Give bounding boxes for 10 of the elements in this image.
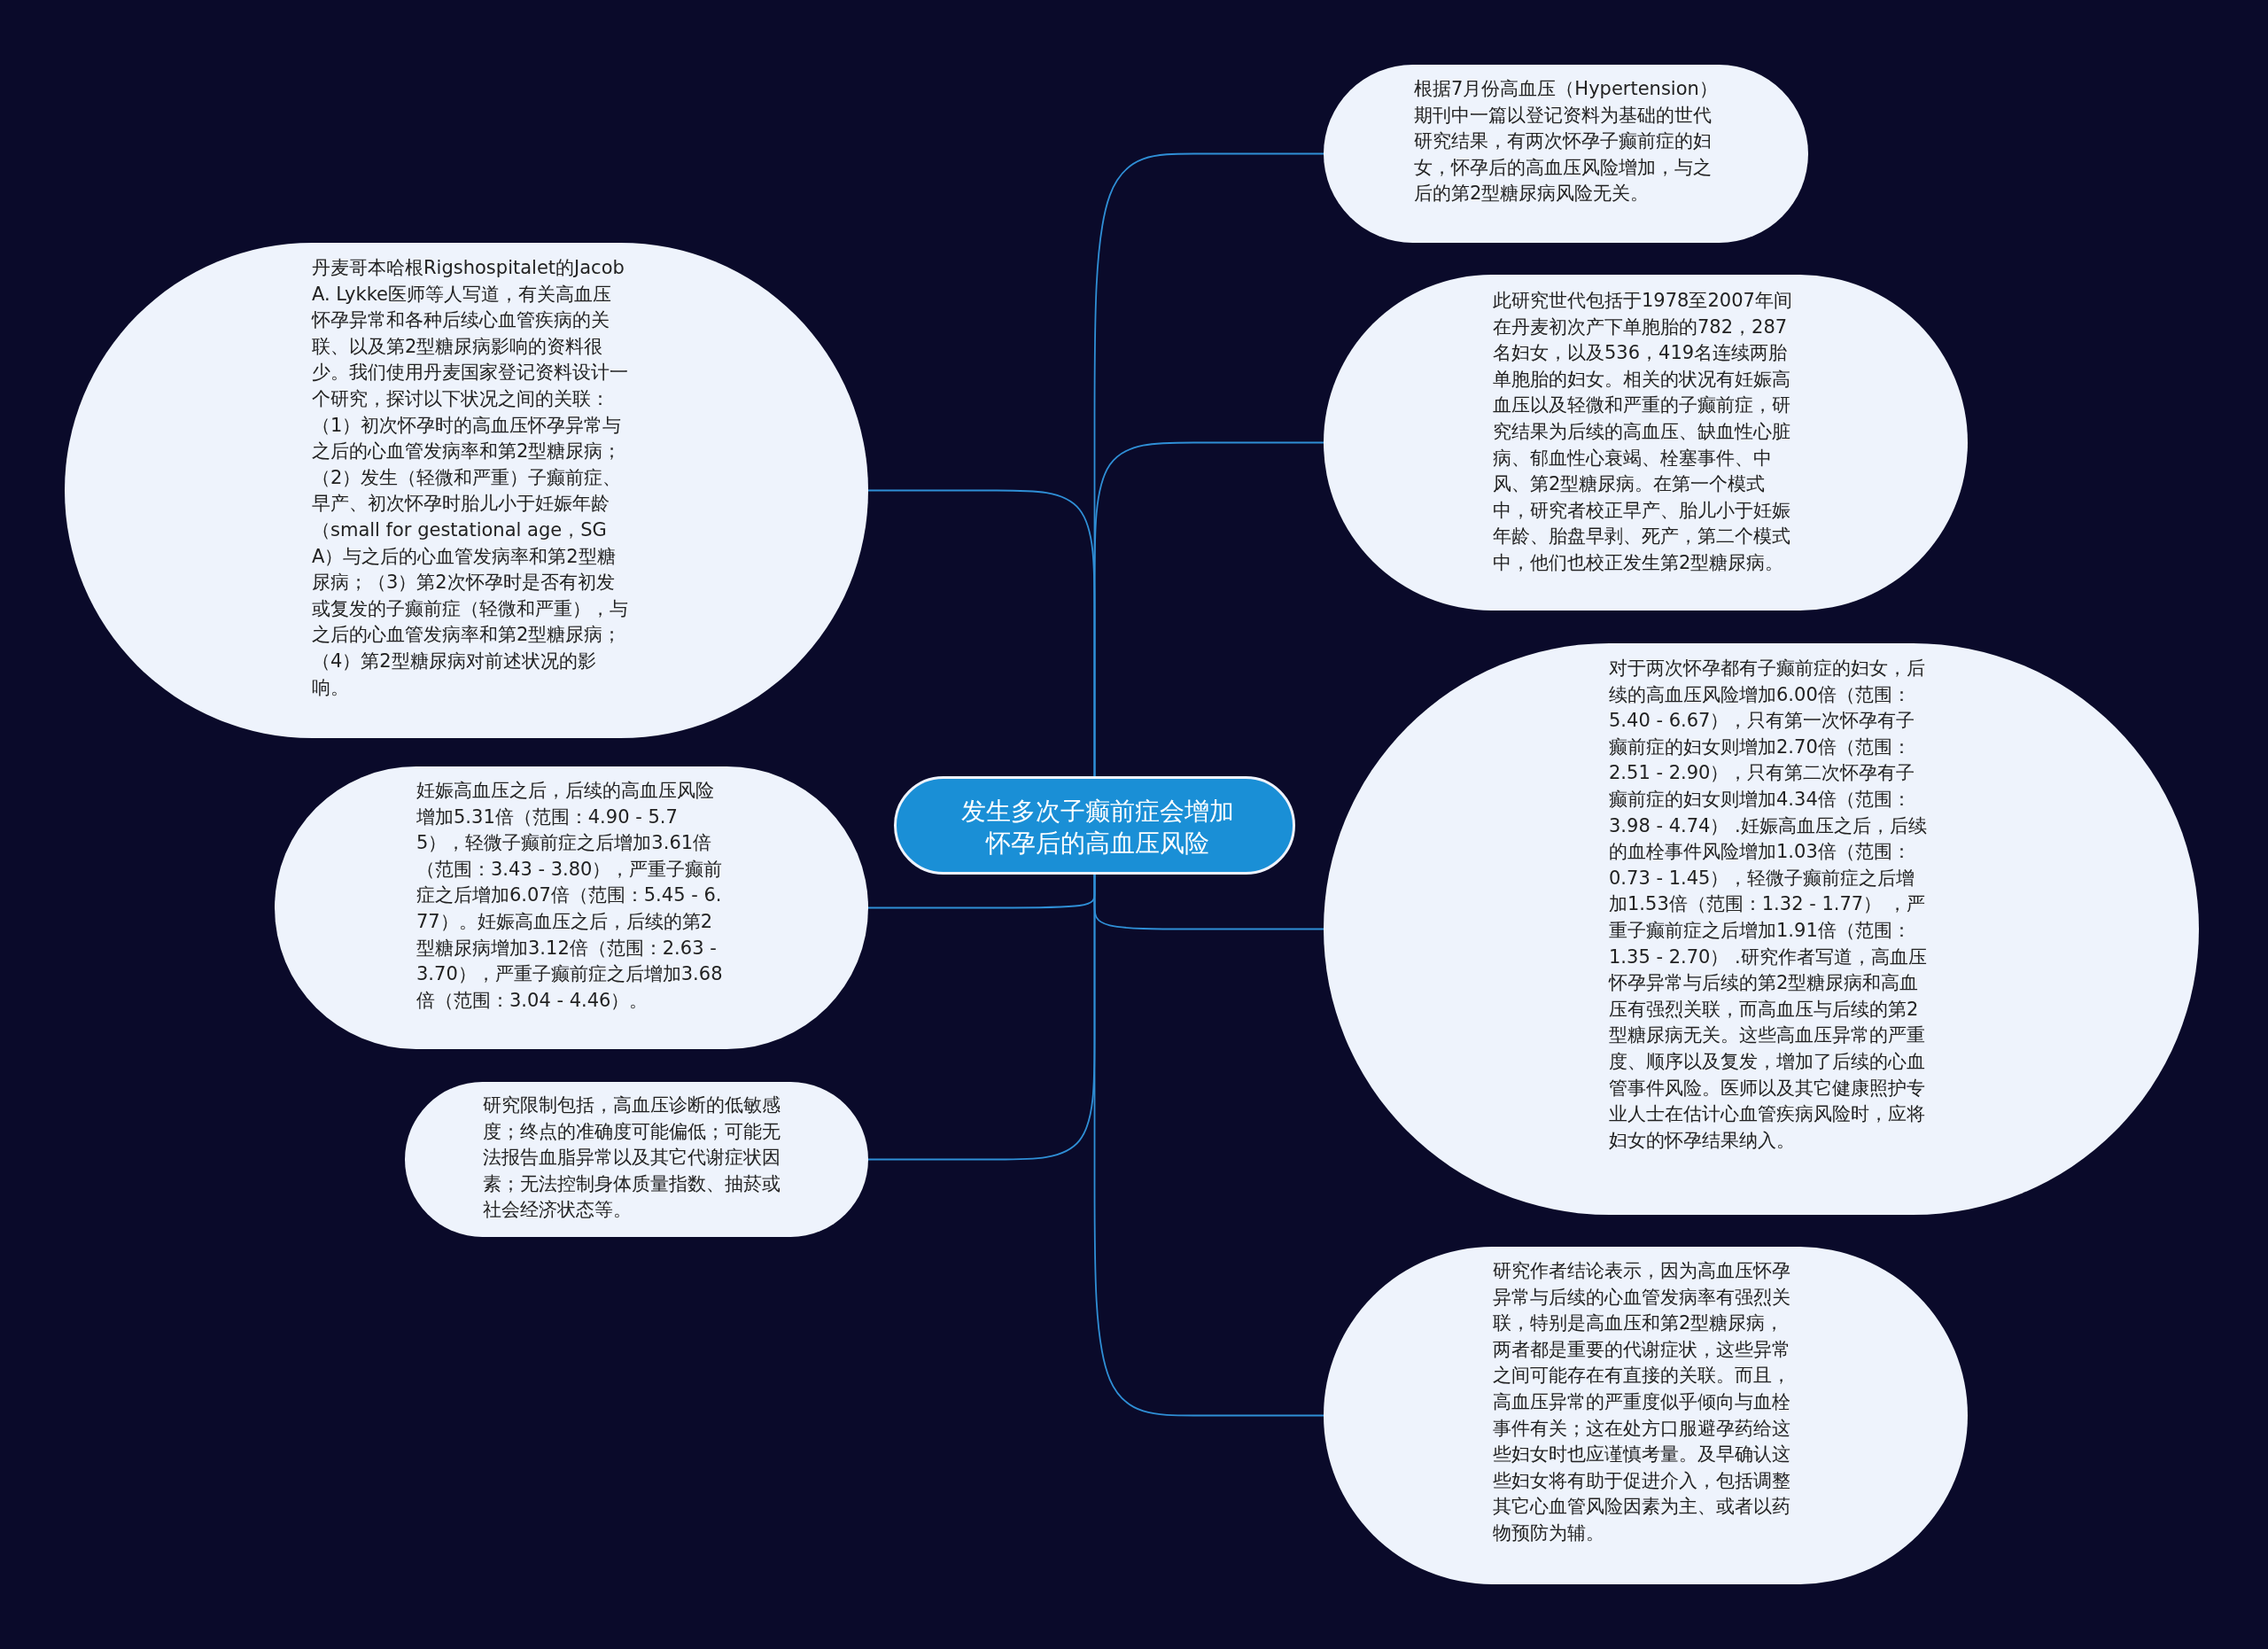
- topic-text: 发生多次子癫前症会增加怀孕后的高血压风险: [959, 796, 1235, 860]
- topic-text: 此研究世代包括于1978至2007年间在丹麦初次产下单胞胎的782，287名妇女，以及536，419名连续两胎单胞胎的妇女。相关的状况有妊娠高血压以及轻微和严重的子癫前症，研究结果为后续的高血压、缺血性心脏病、郁血性心衰竭、栓塞事件、中风、第2型糖尿病。在第一个模式中，研究者校正早产、胎儿小于妊娠年龄、胎盘早剥、死产，第二个模式中，他们也校正发生第2型糖尿病。: [1493, 289, 1793, 575]
- topic-text: 丹麦哥本哈根Rigshospitalet的Jacob A. Lykke医师等人写道，有关高血压怀孕异常和各种后续心血管疾病的关联、以及第2型糖尿病影响的资料很少。我们使用丹麦国家登记资料设计一个研究，探讨以下状况之间的关联：（1）初次怀孕时的高血压怀孕异常与之后的心血管发病率和第2型糖尿病；（2）发生（轻微和严重）子癫前症、早产、初次怀孕时胎儿小于妊娠年龄（small for gestational age，SGA）与之后的心血管发病率和第2型糖尿病；（3）第2次怀孕时是否有初发或复发的子癫前症（轻微和严重），与之后的心血管发病率和第2型糖尿病；（4）第2型糖尿病对前述状况的影响。: [312, 256, 629, 700]
- topic-text: 研究作者结论表示，因为高血压怀孕异常与后续的心血管发病率有强烈关联，特别是高血压和第2型糖尿病，两者都是重要的代谢症状，这些异常之间可能存在有直接的关联。而且，高血压异常的严重度似乎倾向与血栓事件有关；这在处方口服避孕药给这些妇女时也应谨慎考量。及早确认这些妇女将有助于促进介入，包括调整其它心血管风险因素为主、或者以药物预防为辅。: [1493, 1259, 1791, 1545]
- topic-text: 妊娠高血压之后，后续的高血压风险增加5.31倍（范围：4.90 - 5.75），轻微子癫前症之后增加3.61倍（范围：3.43 - 3.80），严重子癫前症之后增加6.07倍（范围：5.45 - 6.77）。妊娠高血压之后，后续的第2型糖尿病增加3.12倍（范围：2.63 - 3.70），严重子癫前症之后增加3.68倍（范围：3.04 - 4.46）。: [416, 779, 724, 1013]
- topic-text: 研究限制包括，高血压诊断的低敏感度；终点的准确度可能偏低；可能无法报告血脂异常以及其它代谢症状因素；无法控制身体质量指数、抽菸或社会经济状态等。: [483, 1093, 781, 1223]
- topic-text: 根据7月份高血压（Hypertension）期刊中一篇以登记资料为基础的世代研究结果，有两次怀孕子癫前症的妇女，怀孕后的高血压风险增加，与之后的第2型糖尿病风险无关。: [1414, 77, 1719, 206]
- connector-line: [867, 874, 1096, 1161]
- topic-text: 对于两次怀孕都有子癫前症的妇女，后续的高血压风险增加6.00倍（范围：5.40 - 6.67），只有第一次怀孕有子癫前症的妇女则增加2.70倍（范围：2.51 - 2.90），只有第二次怀孕有子癫前症的妇女则增加4.34倍（范围： 3.98 - 4.74） .妊娠高血压之后，后续的血栓事件风险增加1.03倍（范围：0.73 - 1.45），轻微子癫前症之后增加1.53倍（范围：1.32 - 1.77） ，严重子癫前症之后增加1.91倍（范围：1.35 - 2.70） .研究作者写道，高血压怀孕异常与后续的第2型糖尿病和高血压有强烈关联，而高血压与后续的第2型糖尿病无关。这些高血压异常的严重度、顺序以及复发，增加了后续的心血管事件风险。医师以及其它健康照护专业人士在估计心血管疾病风险时，应将妇女的怀孕结果纳入。: [1609, 657, 1928, 1153]
- connector-line: [867, 489, 1096, 777]
